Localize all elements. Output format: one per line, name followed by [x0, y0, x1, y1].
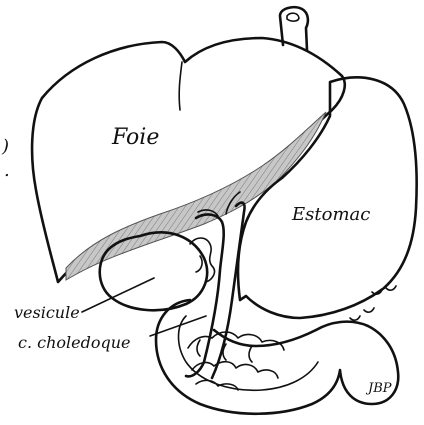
- signature: JBP: [365, 381, 392, 396]
- liver-outline: [32, 38, 345, 282]
- gallbladder-leader: [82, 278, 154, 312]
- liver-label: Foie: [111, 125, 159, 150]
- edge-paren: ): [1, 136, 9, 157]
- bile-duct-outline: [186, 203, 245, 378]
- pancreas-texture: [188, 332, 284, 390]
- edge-dot: .: [4, 160, 10, 181]
- thumb-drawing: [280, 7, 308, 50]
- bile-duct-label: c. choledoque: [18, 333, 131, 352]
- gallbladder-label: vesicule: [14, 303, 80, 322]
- gallbladder-outline: [100, 232, 207, 310]
- duodenum-outline: [156, 300, 398, 414]
- liver-notch: [179, 62, 182, 110]
- stomach-label: Estomac: [291, 204, 370, 225]
